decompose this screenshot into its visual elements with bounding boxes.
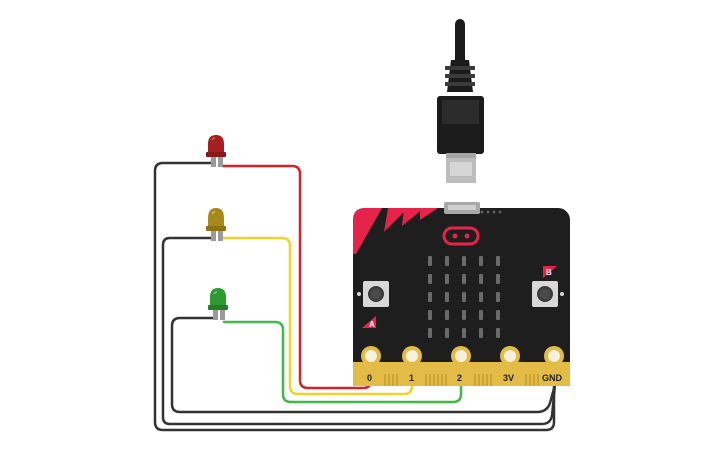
pin-0[interactable]: 0 [361,346,381,383]
pin-1-label: 1 [409,373,414,383]
led-matrix [428,256,500,338]
usb-cable[interactable] [437,19,484,183]
pin-2-label: 2 [457,373,462,383]
ground-wire-yellow-led[interactable] [161,236,558,426]
pin-1[interactable]: 1 [402,346,422,383]
green-led[interactable] [208,288,228,320]
pin-2[interactable]: 2 [451,346,471,383]
ground-wire-red-led[interactable] [153,161,556,432]
connector-fingers [384,374,539,386]
pin-gnd[interactable]: GND [542,346,564,383]
button-b[interactable]: B [532,266,564,307]
button-a-label: A [369,320,375,329]
button-a[interactable]: A [357,281,389,329]
pin-0-label: 0 [367,373,372,383]
button-b-label: B [546,268,552,277]
signal-wire-red[interactable] [220,164,373,390]
board-vias [480,210,502,214]
ground-wires [153,161,560,432]
yellow-led[interactable] [206,208,226,241]
signal-wire-green[interactable] [222,320,463,404]
pin-3v-label: 3V [503,373,514,383]
face-logo [442,226,480,246]
board-accent [353,208,382,254]
pin-3v[interactable]: 3V [500,346,520,383]
microbit-board[interactable]: A B 0 1 2 3V [353,202,570,386]
ground-wire-green-led[interactable] [170,316,560,414]
red-led[interactable] [206,135,226,167]
pin-gnd-label: GND [542,373,563,383]
signal-wire-yellow[interactable] [220,236,414,396]
